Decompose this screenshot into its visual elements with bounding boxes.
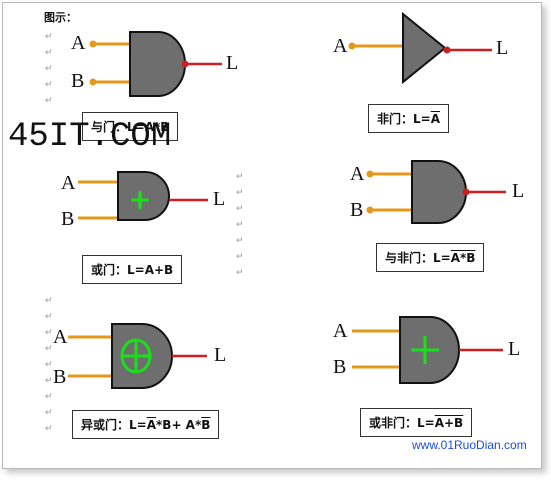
nor-caption-prefix: 或非门： [369,416,418,430]
not-label-l: L [496,37,509,59]
not-gate [348,11,492,85]
nand-caption-lhs: L= [433,251,451,265]
and-caption-expr: L=A*B [127,120,170,134]
or-gate-body [117,171,170,221]
not-caption-bar: A [430,112,441,126]
and-input-a-dot [89,40,97,48]
nand-caption-prefix: 与非门： [385,251,434,265]
nor-caption-bar: A+B [434,416,464,430]
not-output-dot [443,46,451,54]
source-url: www.01RuoDian.com [412,438,527,452]
nor-gate [352,316,503,384]
and-gate [89,31,222,97]
xor-caption-1: L= [129,418,147,432]
xor-gate [68,323,207,389]
nand-label-a: A [350,163,365,185]
xor-caption-bar2: B [201,418,211,432]
nor-label-a: A [333,320,348,342]
not-label-a: A [333,35,348,57]
or-label-l: L [213,188,226,210]
nand-caption: 与非门：L=A*B [376,243,485,272]
xor-label-a: A [53,326,68,348]
nand-input-a-dot [366,170,374,178]
nand-caption-bar: A*B [450,251,476,265]
nand-input-b-dot [366,206,374,214]
or-caption-expr: L=A+B [127,263,174,277]
not-caption-prefix: 非门： [377,112,414,126]
not-gate-body [402,11,447,85]
xor-caption: 异或门：L=A*B+ A*B [72,410,220,439]
and-caption: 与门：L=A*B [82,112,179,141]
or-label-b: B [61,208,75,230]
nor-label-b: B [333,356,347,378]
xor-label-b: B [53,366,67,388]
and-caption-prefix: 与门： [91,120,128,134]
nand-gate [366,160,506,224]
or-caption-prefix: 或门： [91,263,128,277]
nand-label-b: B [350,199,364,221]
and-label-l: L [226,52,239,74]
or-caption: 或门：L=A+B [82,255,183,284]
and-label-a: A [71,32,86,54]
not-input-dot [348,42,356,50]
xor-caption-prefix: 异或门： [81,418,130,432]
watermark: 45IT.COM [8,118,172,156]
and-output-dot [181,60,189,68]
not-caption: 非门：L=A [368,104,450,133]
and-gate-body [129,31,186,97]
or-label-a: A [61,172,76,194]
nor-caption-lhs: L= [417,416,435,430]
xor-caption-2: *B+ A* [156,418,202,432]
or-gate [78,171,208,221]
nor-caption: 或非门：L=A+B [360,408,473,437]
figure-header: 图示： [44,11,77,24]
nand-label-l: L [512,180,525,202]
and-input-b-dot [89,78,97,86]
nand-gate-body [411,160,467,224]
nor-label-l: L [508,338,521,360]
xor-label-l: L [214,344,227,366]
nand-output-dot [462,188,470,196]
and-label-b: B [71,70,85,92]
xor-caption-bar1: A [146,418,157,432]
not-caption-lhs: L= [413,112,431,126]
